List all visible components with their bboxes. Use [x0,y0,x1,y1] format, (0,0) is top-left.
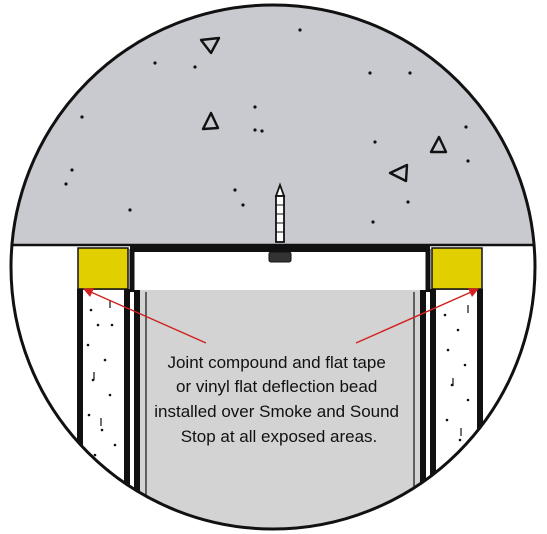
stud-cavity [140,290,420,529]
left-sealant-block [77,247,129,290]
left-gypsum-board [77,288,130,529]
annotation-line-3: installed over Smoke and Sound [154,402,399,421]
annotation-note: Joint compound and flat tape or vinyl fl… [154,353,404,446]
concrete-aggregate-dots [64,28,470,224]
annotation-line-4: Stop at all exposed areas. [181,427,378,446]
concrete-deck [11,5,535,245]
right-sealant-block [431,247,483,290]
detail-circle-frame [9,3,537,531]
annotation-line-2: or vinyl flat deflection bead [176,377,377,396]
top-track [129,246,431,292]
concrete-aggregate-triangles [199,36,448,183]
right-gypsum-board [430,288,483,529]
fastener-anchor [268,182,292,263]
right-leader-arrow [355,288,479,344]
annotation-line-1: Joint compound and flat tape [167,353,385,372]
leader-arrows [83,288,479,344]
left-leader-arrow [83,288,207,344]
